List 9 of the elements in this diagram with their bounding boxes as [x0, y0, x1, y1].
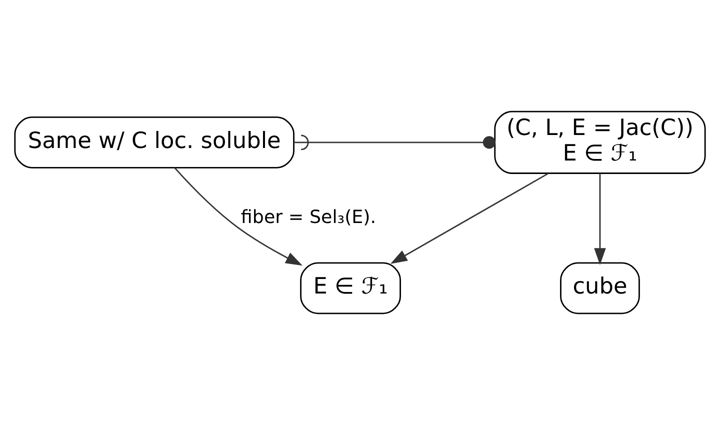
arrow — [594, 173, 606, 265]
node-box: cube — [560, 262, 640, 314]
node-box: (C, L, E = Jac(C)) E ∈ ℱ₁ — [494, 110, 706, 174]
edge-label: fiber = Sel₃(E). — [240, 206, 376, 228]
node-box: E ∈ ℱ₁ — [300, 262, 401, 314]
arrow — [390, 172, 549, 264]
node-box: Same w/ C loc. soluble — [14, 116, 294, 168]
connector — [294, 134, 496, 150]
arrow — [174, 167, 303, 266]
